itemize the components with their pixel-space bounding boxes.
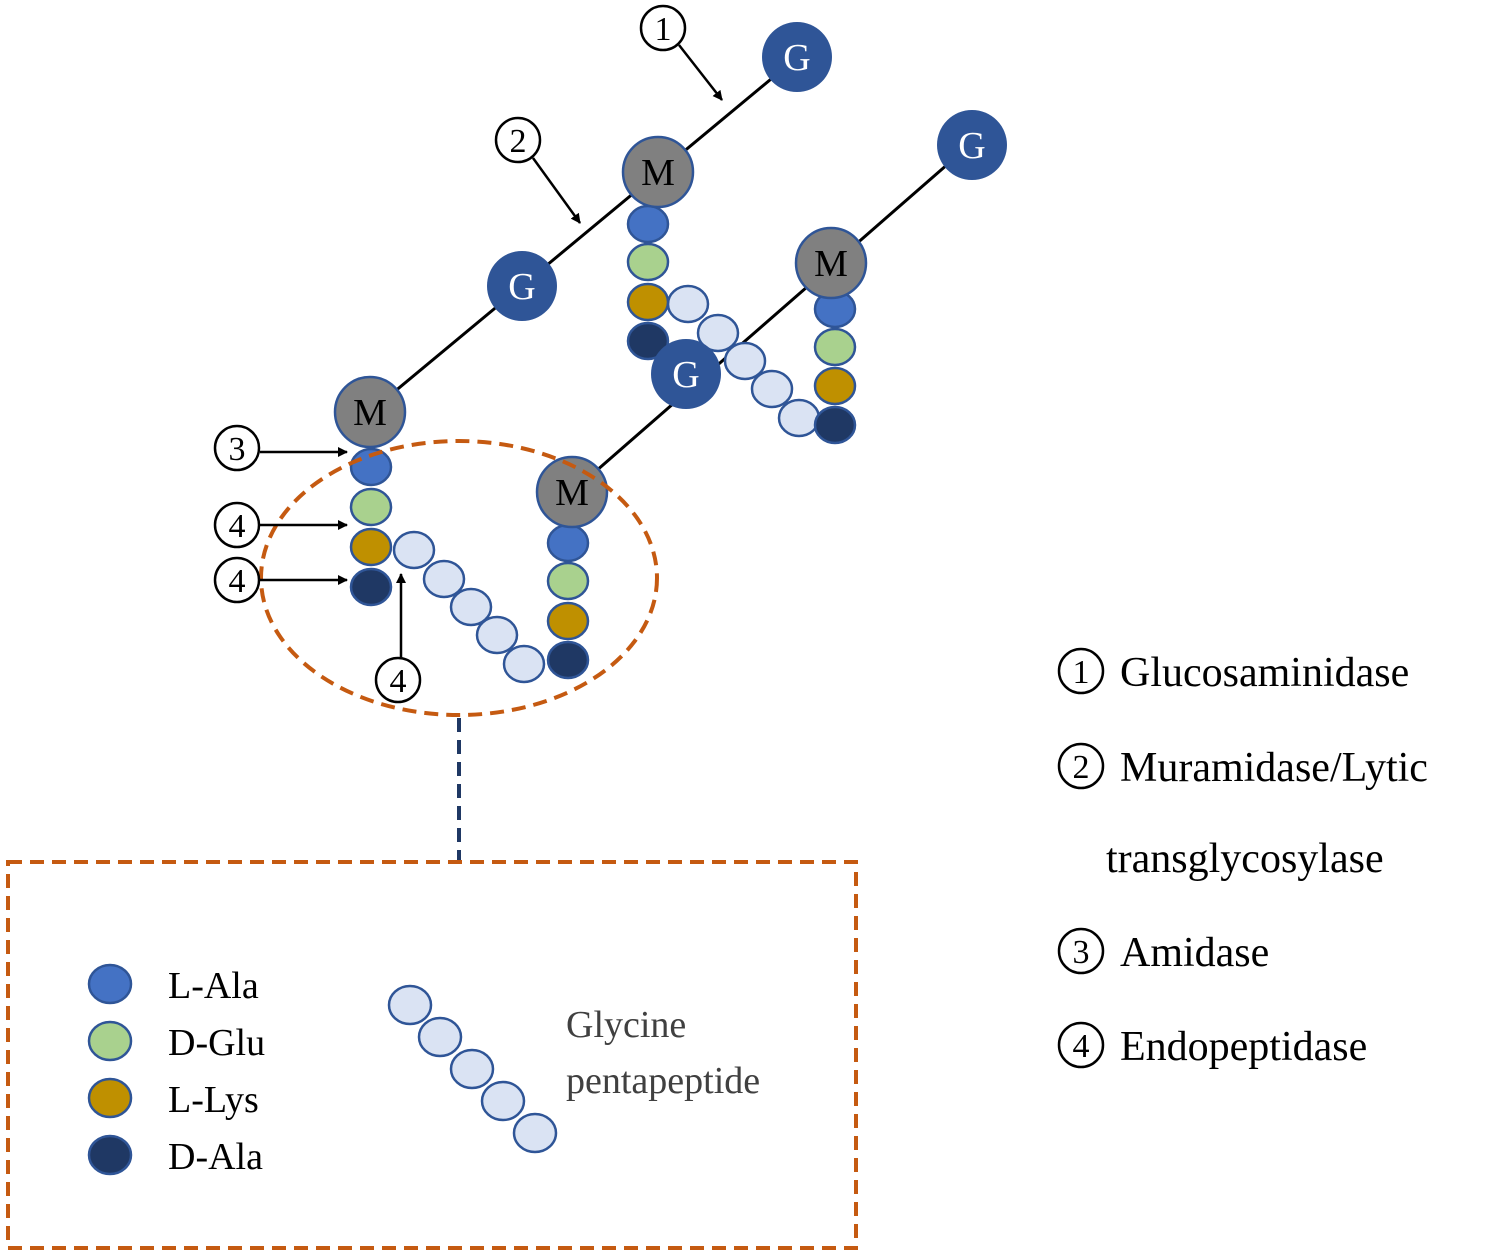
enzyme-glucosaminidase: 1 Glucosaminidase	[1057, 647, 1409, 696]
legend-l-ala: L-Ala	[87, 963, 259, 1007]
enzyme-endopeptidase: 4 Endopeptidase	[1057, 1021, 1367, 1070]
svg-text:G: G	[783, 37, 810, 79]
svg-text:G: G	[958, 125, 985, 167]
stem-peptide-lower-left	[349, 447, 393, 607]
marker-4a: 4	[213, 501, 348, 549]
stem-peptide-upper-right	[813, 289, 857, 445]
svg-text:Glycine: Glycine	[566, 1004, 686, 1046]
enzyme-key: 1 Glucosaminidase 2 Muramidase/Lytic tra…	[1057, 647, 1428, 1070]
svg-text:1: 1	[655, 11, 672, 48]
sugar-g-middle: G	[487, 251, 557, 321]
svg-text:4: 4	[390, 663, 407, 700]
svg-text:Amidase: Amidase	[1120, 930, 1269, 976]
glycan-strand-2	[571, 141, 973, 494]
enzyme-amidase: 3 Amidase	[1057, 927, 1269, 976]
legend-l-lys: L-Lys	[87, 1077, 259, 1121]
legend-d-ala: D-Ala	[87, 1134, 263, 1178]
svg-text:G: G	[672, 354, 699, 396]
sugar-m-right: M	[794, 226, 868, 300]
svg-text:Endopeptidase: Endopeptidase	[1120, 1024, 1367, 1070]
highlight-ellipse	[259, 439, 659, 717]
svg-text:Glucosaminidase: Glucosaminidase	[1120, 650, 1409, 696]
sugar-g-lower-right: G	[651, 339, 721, 409]
svg-text:4: 4	[229, 508, 246, 545]
svg-text:M: M	[555, 472, 589, 514]
enzyme-muramidase: 2 Muramidase/Lytic	[1057, 742, 1428, 791]
svg-text:L-Lys: L-Lys	[168, 1079, 259, 1121]
legend-glycine-pentapeptide: Glycine pentapeptide	[387, 984, 760, 1154]
svg-text:transglycosylase: transglycosylase	[1106, 836, 1384, 882]
svg-text:4: 4	[1073, 1028, 1090, 1065]
marker-3: 3	[213, 424, 348, 472]
svg-text:M: M	[641, 152, 675, 194]
svg-text:4: 4	[229, 563, 246, 600]
svg-text:D-Ala: D-Ala	[168, 1136, 263, 1178]
marker-4b: 4	[213, 556, 348, 604]
glycine-bridge-lower	[392, 530, 546, 684]
sugar-m-upper: M	[621, 135, 695, 209]
sugar-m-left: M	[333, 375, 407, 449]
marker-1: 1	[639, 4, 723, 101]
svg-text:D-Glu: D-Glu	[168, 1022, 265, 1064]
svg-text:M: M	[353, 392, 387, 434]
svg-text:L-Ala: L-Ala	[168, 965, 259, 1007]
svg-text:3: 3	[1073, 934, 1090, 971]
svg-text:2: 2	[510, 123, 527, 160]
svg-text:2: 2	[1073, 749, 1090, 786]
svg-text:3: 3	[229, 431, 246, 468]
enzyme-transglycosylase: transglycosylase	[1106, 836, 1384, 882]
legend-d-glu: D-Glu	[87, 1020, 265, 1064]
glycan-strand-1	[369, 53, 801, 414]
svg-text:pentapeptide: pentapeptide	[566, 1060, 760, 1102]
svg-text:M: M	[814, 243, 848, 285]
legend-box	[6, 860, 858, 1250]
glycine-bridge-upper	[666, 284, 821, 438]
marker-4c: 4	[374, 573, 422, 704]
sugar-g-top: G	[762, 22, 832, 92]
stem-peptide-lower-right	[546, 523, 590, 680]
svg-text:1: 1	[1073, 654, 1090, 691]
marker-2: 2	[494, 116, 582, 224]
svg-text:Muramidase/Lytic: Muramidase/Lytic	[1120, 745, 1428, 791]
stem-peptide-upper-left	[626, 204, 670, 361]
sugar-g-right: G	[937, 110, 1007, 180]
svg-text:G: G	[508, 266, 535, 308]
